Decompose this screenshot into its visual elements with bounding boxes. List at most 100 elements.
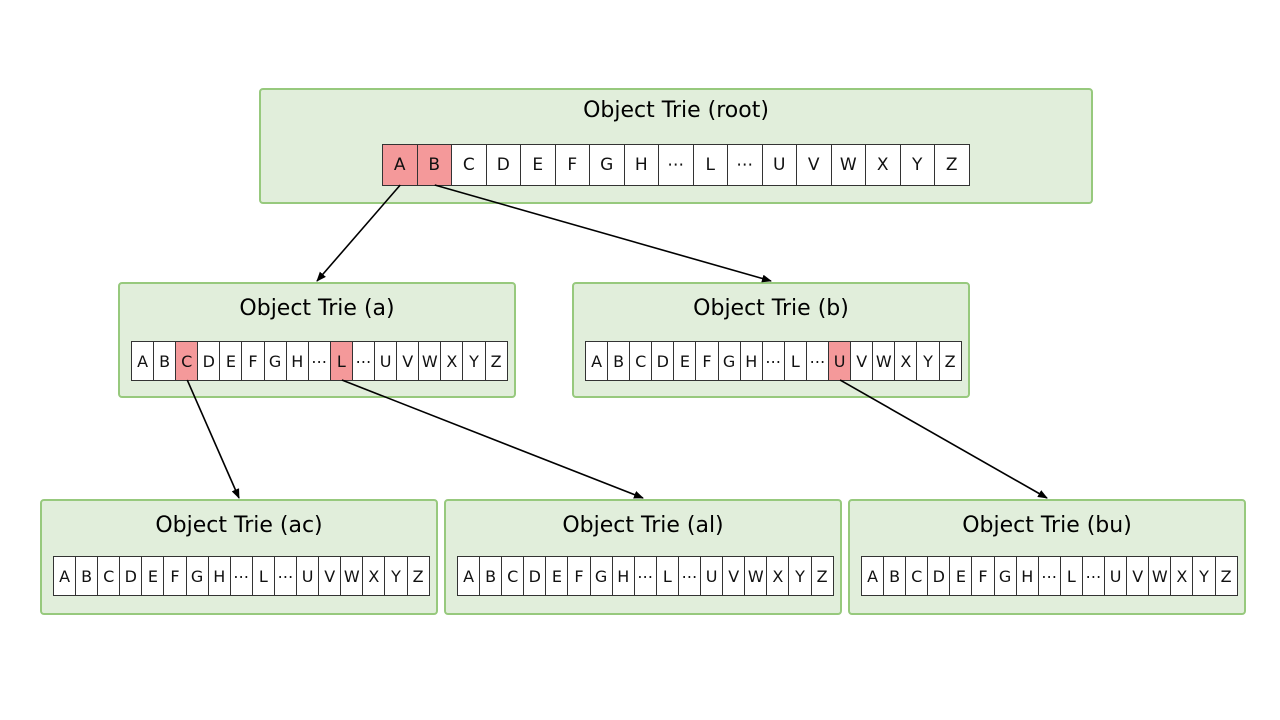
cell-ac-0: A xyxy=(54,557,77,595)
cell-a-10: ⋯ xyxy=(352,342,376,380)
cell-a-6: G xyxy=(264,342,287,380)
cell-root-1: B xyxy=(417,145,452,185)
cell-ac-4: E xyxy=(142,557,165,595)
edge-root-a xyxy=(316,184,401,282)
cell-a-5: F xyxy=(242,342,265,380)
cell-al-10: ⋯ xyxy=(678,557,702,595)
cell-al-12: V xyxy=(723,557,746,595)
cell-ac-7: H xyxy=(208,557,231,595)
cell-b-15: Y xyxy=(917,342,940,380)
cell-a-3: D xyxy=(198,342,221,380)
cell-al-4: E xyxy=(546,557,569,595)
cell-al-2: C xyxy=(502,557,525,595)
cell-b-6: G xyxy=(718,342,741,380)
cell-bu-1: B xyxy=(884,557,907,595)
cell-bu-3: D xyxy=(928,557,951,595)
cell-al-14: X xyxy=(767,557,790,595)
cell-bu-12: V xyxy=(1127,557,1150,595)
cell-al-15: Y xyxy=(789,557,812,595)
cell-al-0: A xyxy=(458,557,481,595)
cell-root-3: D xyxy=(486,145,521,185)
cell-a-1: B xyxy=(154,342,177,380)
cell-a-16: Z xyxy=(485,342,508,380)
cell-b-2: C xyxy=(630,342,653,380)
cell-ac-5: F xyxy=(164,557,187,595)
cell-a-15: Y xyxy=(463,342,486,380)
cell-b-3: D xyxy=(652,342,675,380)
cell-ac-8: ⋯ xyxy=(230,557,253,595)
cell-bu-16: Z xyxy=(1215,557,1238,595)
cell-ac-16: Z xyxy=(407,557,430,595)
cell-bu-8: ⋯ xyxy=(1038,557,1061,595)
cell-a-14: X xyxy=(441,342,464,380)
edge-b-bu xyxy=(839,379,1048,499)
cell-bu-0: A xyxy=(862,557,885,595)
cell-a-4: E xyxy=(220,342,243,380)
cell-al-8: ⋯ xyxy=(634,557,657,595)
cell-bu-13: W xyxy=(1149,557,1172,595)
cell-bu-10: ⋯ xyxy=(1082,557,1106,595)
cell-al-5: F xyxy=(568,557,591,595)
cell-root-14: X xyxy=(866,145,901,185)
cell-b-5: F xyxy=(696,342,719,380)
cell-bu-5: F xyxy=(972,557,995,595)
cell-bu-4: E xyxy=(950,557,973,595)
cell-b-0: A xyxy=(586,342,609,380)
cell-a-2: C xyxy=(176,342,199,380)
cell-al-6: G xyxy=(590,557,613,595)
cell-ac-15: Y xyxy=(385,557,408,595)
cell-b-10: ⋯ xyxy=(806,342,830,380)
cell-ac-9: L xyxy=(252,557,275,595)
cell-bu-9: L xyxy=(1060,557,1083,595)
cell-root-15: Y xyxy=(900,145,935,185)
cell-bu-15: Y xyxy=(1193,557,1216,595)
cell-root-11: U xyxy=(762,145,797,185)
cell-b-13: W xyxy=(873,342,896,380)
cell-ac-14: X xyxy=(363,557,386,595)
cell-al-16: Z xyxy=(811,557,834,595)
node-title-al: Object Trie (al) xyxy=(562,513,724,538)
cell-root-6: G xyxy=(590,145,625,185)
cell-b-16: Z xyxy=(939,342,962,380)
cell-al-3: D xyxy=(524,557,547,595)
cell-al-11: U xyxy=(701,557,724,595)
cell-bu-7: H xyxy=(1016,557,1039,595)
cell-root-5: F xyxy=(555,145,590,185)
cell-b-7: H xyxy=(740,342,763,380)
cell-root-13: W xyxy=(831,145,866,185)
cell-b-11: U xyxy=(829,342,852,380)
node-title-bu: Object Trie (bu) xyxy=(962,513,1132,538)
cell-a-9: L xyxy=(330,342,353,380)
cell-ac-2: C xyxy=(98,557,121,595)
cell-a-11: U xyxy=(375,342,398,380)
cell-ac-3: D xyxy=(120,557,143,595)
cell-bu-2: C xyxy=(906,557,929,595)
node-title-a: Object Trie (a) xyxy=(239,296,395,321)
cell-b-4: E xyxy=(674,342,697,380)
cell-root-0: A xyxy=(383,145,418,185)
edge-a-al xyxy=(341,379,644,499)
cell-b-1: B xyxy=(608,342,631,380)
cell-ac-6: G xyxy=(186,557,209,595)
cell-ac-12: V xyxy=(319,557,342,595)
node-title-ac: Object Trie (ac) xyxy=(155,513,323,538)
cell-root-7: H xyxy=(624,145,659,185)
cell-b-12: V xyxy=(851,342,874,380)
cell-a-0: A xyxy=(132,342,155,380)
cell-b-14: X xyxy=(895,342,918,380)
cell-root-9: L xyxy=(693,145,728,185)
cell-al-1: B xyxy=(480,557,503,595)
cell-a-12: V xyxy=(397,342,420,380)
cell-al-7: H xyxy=(612,557,635,595)
cell-bu-11: U xyxy=(1105,557,1128,595)
